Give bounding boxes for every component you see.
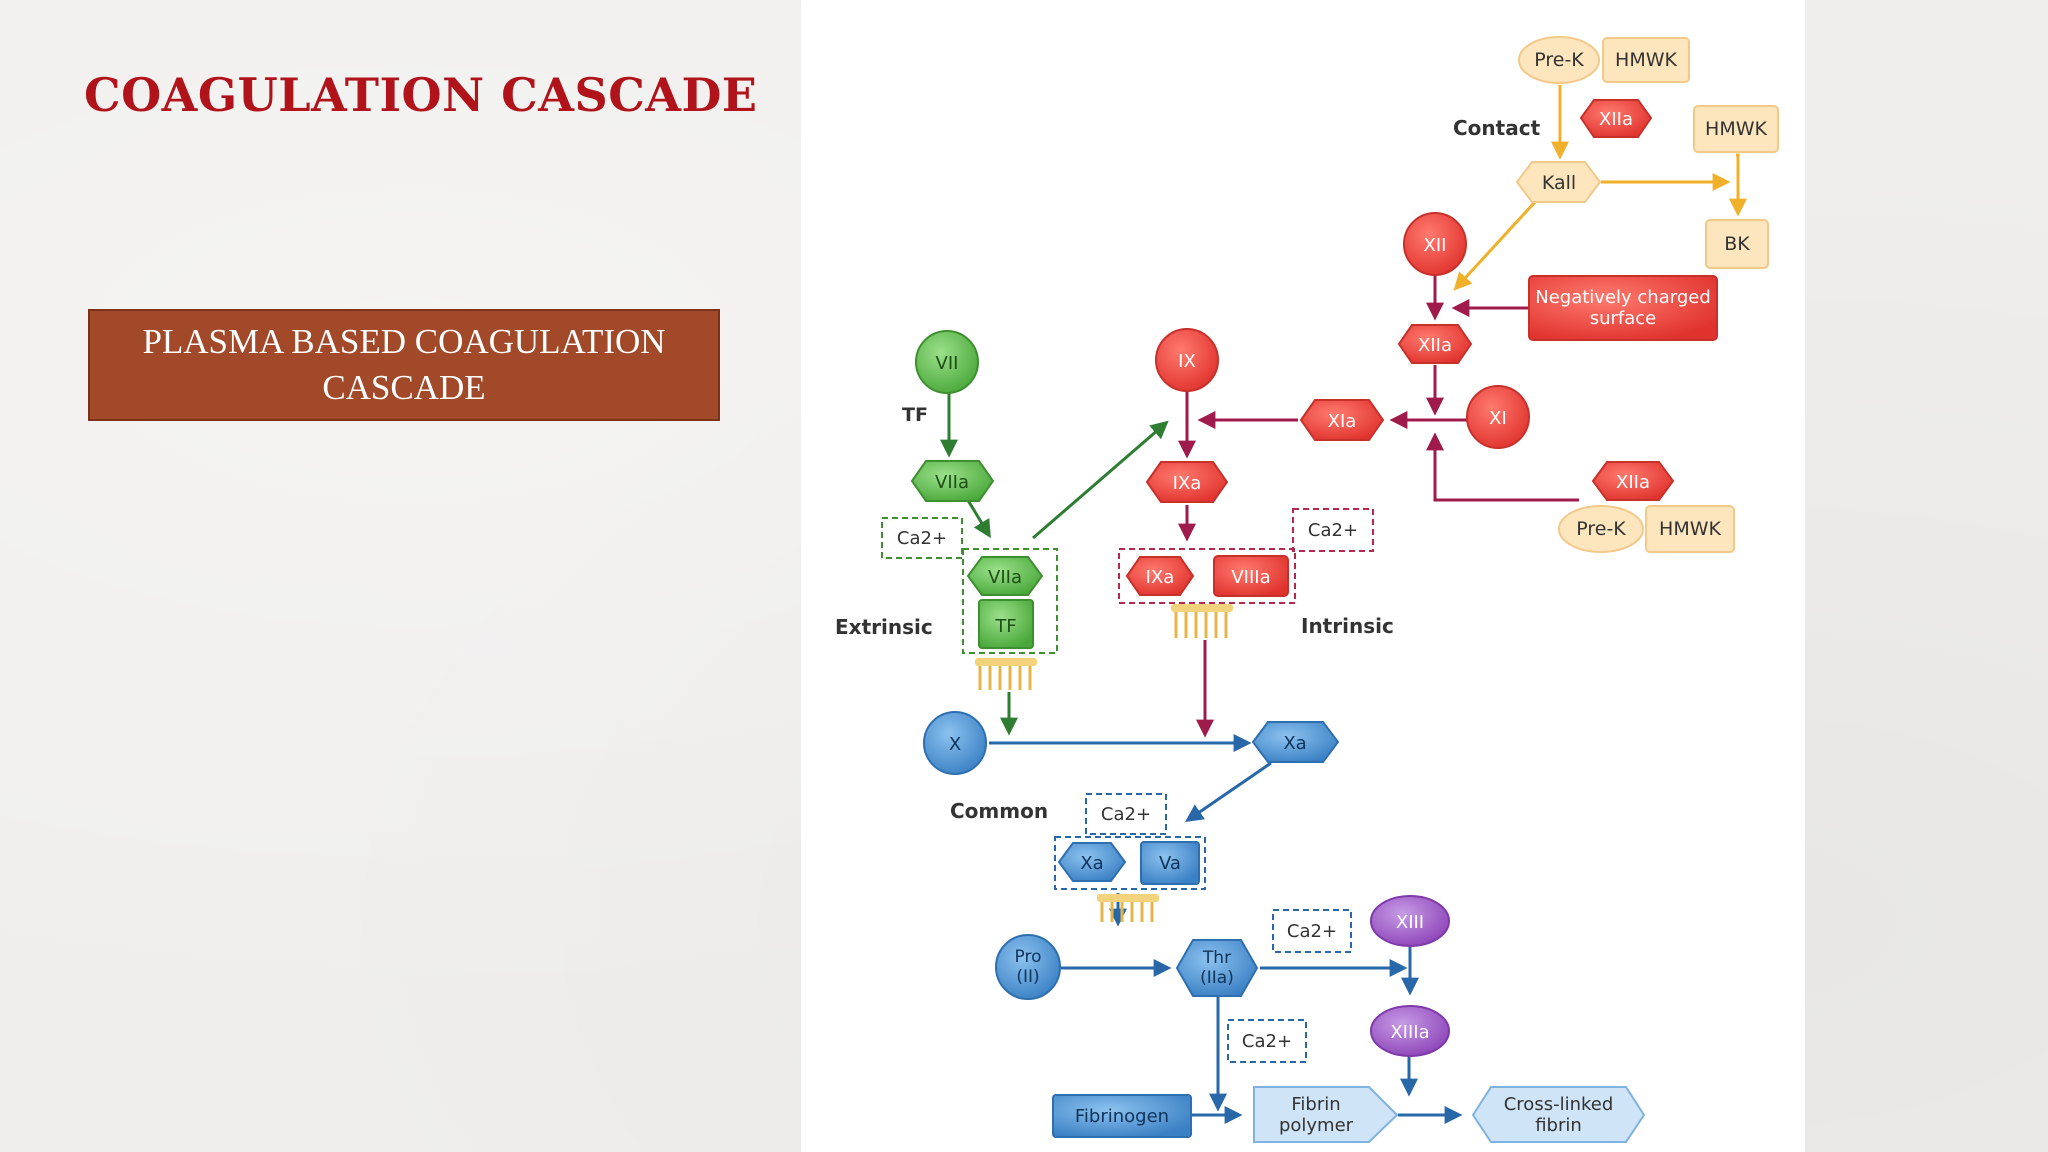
hmwk-top-label: HMWK [1615,49,1677,71]
negatively-charged-surface-label: Negatively charged surface [1535,287,1711,329]
xiiia-label: XIIIa [1390,1022,1429,1043]
xa-label: Xa [1283,733,1306,754]
fibrinogen-label: Fibrinogen [1075,1106,1169,1127]
kall-node: Kall [1515,161,1602,203]
xiia-mid-label: XIIa [1418,335,1452,356]
tf-section-label: TF [902,404,928,426]
tf-complex-label: TF [994,616,1016,637]
xiia-contact-node: XIIa [1579,99,1653,138]
fibrin-polymer-node: Fibrin polymer [1253,1086,1399,1143]
pro-label: Pro (II) [1014,947,1042,987]
va-complex-label: Va [1159,853,1181,874]
ixa-label: IXa [1173,473,1202,494]
ca-extrinsic-label: Ca2+ [897,528,947,549]
x-label: X [949,734,961,755]
contact-section-label: Contact [1453,116,1541,140]
extrinsic-section-label: Extrinsic [835,615,933,639]
xiia-low-node: XIIa [1591,461,1675,501]
hmwk-low-label: HMWK [1659,518,1721,540]
ca-extrinsic-box: Ca2+ [881,517,963,559]
fibrin-polymer-label: Fibrin polymer [1278,1093,1354,1136]
ca-intrinsic-label: Ca2+ [1308,520,1358,541]
ca-fibrin-box: Ca2+ [1227,1019,1307,1063]
viia-complex-label: VIIa [988,567,1022,588]
xi-label: XI [1489,408,1507,429]
intrinsic-tenase-complex: IXa VIIIa [1118,548,1296,604]
cross-linked-fibrin-label: Cross-linked fibrin [1503,1093,1614,1136]
prek-top-label: Pre-K [1534,49,1584,71]
cascade-diagram-panel: Pre-K HMWK XIIa Contact HMWK Kall BK XII [801,0,1805,1152]
hmwk-top-node: HMWK [1602,37,1690,83]
hmwk-right-label: HMWK [1705,118,1767,140]
prek-low-node: Pre-K [1558,505,1644,553]
pro-node: Pro (II) [995,934,1061,1000]
common-phospholipid [1097,894,1159,922]
ca-thr-box: Ca2+ [1272,909,1352,953]
xia-node: XIa [1299,399,1385,441]
extrinsic-tenase-complex: VIIa TF [962,548,1058,654]
cascade-diagram: Pre-K HMWK XIIa Contact HMWK Kall BK XII [835,36,1779,1143]
subtitle-text: PLASMA BASED COAGULATION CASCADE [142,322,666,407]
xii-node: XII [1403,212,1467,276]
xiia-low-label: XIIa [1616,472,1650,493]
x-node: X [923,711,987,775]
ix-node: IX [1155,328,1219,392]
xiia-mid-node: XIIa [1397,324,1473,364]
xiii-node: XIII [1370,895,1450,947]
ixa-node: IXa [1145,461,1229,503]
fibrinogen-node: Fibrinogen [1052,1094,1192,1138]
xiiia-node: XIIIa [1370,1005,1450,1057]
ixa-complex-label: IXa [1146,567,1175,588]
bk-label: BK [1724,233,1750,255]
xiii-label: XIII [1396,912,1424,933]
viia-label: VIIa [935,472,969,493]
viiia-complex-label: VIIIa [1231,567,1270,588]
cross-linked-fibrin-node: Cross-linked fibrin [1471,1086,1646,1143]
extrinsic-arrows [940,388,1169,736]
xi-node: XI [1466,385,1530,449]
xii-label: XII [1424,235,1447,256]
slide-title: COAGULATION CASCADE [84,68,758,122]
vii-label: VII [936,353,959,374]
ix-label: IX [1178,351,1196,372]
prek-top-node: Pre-K [1518,36,1600,84]
viia-node: VIIa [910,460,995,502]
negatively-charged-surface-node: Negatively charged surface [1528,275,1718,341]
intrinsic-arrows [1178,270,1579,738]
ca-intrinsic-box: Ca2+ [1292,508,1374,552]
xa-node: Xa [1251,721,1340,763]
prek-low-label: Pre-K [1576,518,1626,540]
xia-label: XIa [1328,411,1357,432]
intrinsic-phospholipid [1171,604,1233,638]
thr-node: Thr (IIa) [1175,939,1259,997]
kall-label: Kall [1542,172,1576,194]
xiia-contact-label: XIIa [1599,109,1633,130]
ca-fibrin-label: Ca2+ [1242,1031,1292,1052]
intrinsic-section-label: Intrinsic [1301,614,1394,638]
ca-common-label: Ca2+ [1101,804,1151,825]
xa-complex-label: Xa [1080,853,1103,874]
ca-thr-label: Ca2+ [1287,921,1337,942]
prothrombinase-complex: Xa Va [1054,836,1206,890]
contact-arrows [1453,85,1747,291]
bk-node: BK [1705,219,1769,269]
hmwk-low-node: HMWK [1645,505,1735,553]
hmwk-right-node: HMWK [1693,105,1779,153]
ca-common-box: Ca2+ [1085,793,1167,835]
extrinsic-phospholipid [975,658,1037,690]
vii-node: VII [915,330,979,394]
subtitle-box: PLASMA BASED COAGULATION CASCADE [88,309,720,421]
thr-label: Thr (IIa) [1200,948,1234,988]
common-section-label: Common [950,799,1048,823]
